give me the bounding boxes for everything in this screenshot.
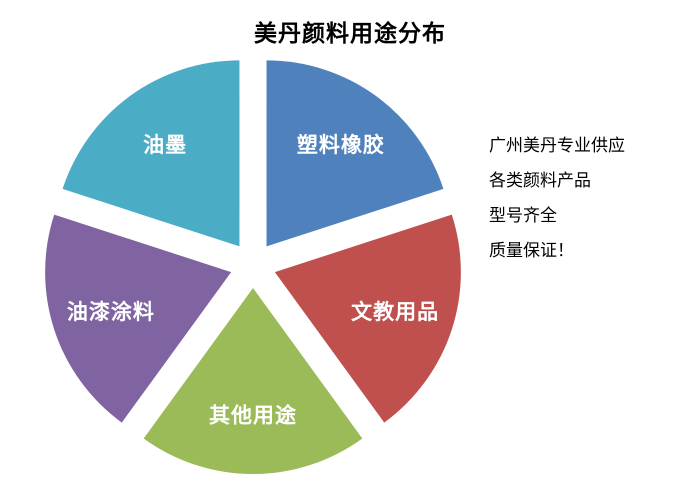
pie-slice-label: 文教用品 — [351, 300, 439, 324]
pie-slice-label: 油漆涂料 — [67, 300, 155, 324]
pie-slice-文教用品 — [274, 214, 461, 423]
pie-slice-油墨 — [62, 60, 240, 247]
pie-slice-其他用途 — [143, 288, 363, 475]
pie-slice-label: 油墨 — [143, 134, 187, 157]
chart-title: 美丹颜料用途分布 — [254, 20, 446, 46]
pie-slice-label: 塑料橡胶 — [297, 133, 385, 157]
promo-line: 质量保证！ — [489, 241, 574, 260]
promo-line: 各类颜料产品 — [489, 171, 591, 190]
pie-slice-油漆涂料 — [45, 214, 232, 423]
promo-text-block: 广州美丹专业供应 各类颜料产品 型号齐全 质量保证！ — [489, 128, 689, 268]
promo-line: 型号齐全 — [489, 206, 557, 225]
pie-slice-塑料橡胶 — [266, 60, 444, 247]
pie-slice-label: 其他用途 — [209, 403, 297, 427]
promo-line: 广州美丹专业供应 — [489, 136, 625, 155]
